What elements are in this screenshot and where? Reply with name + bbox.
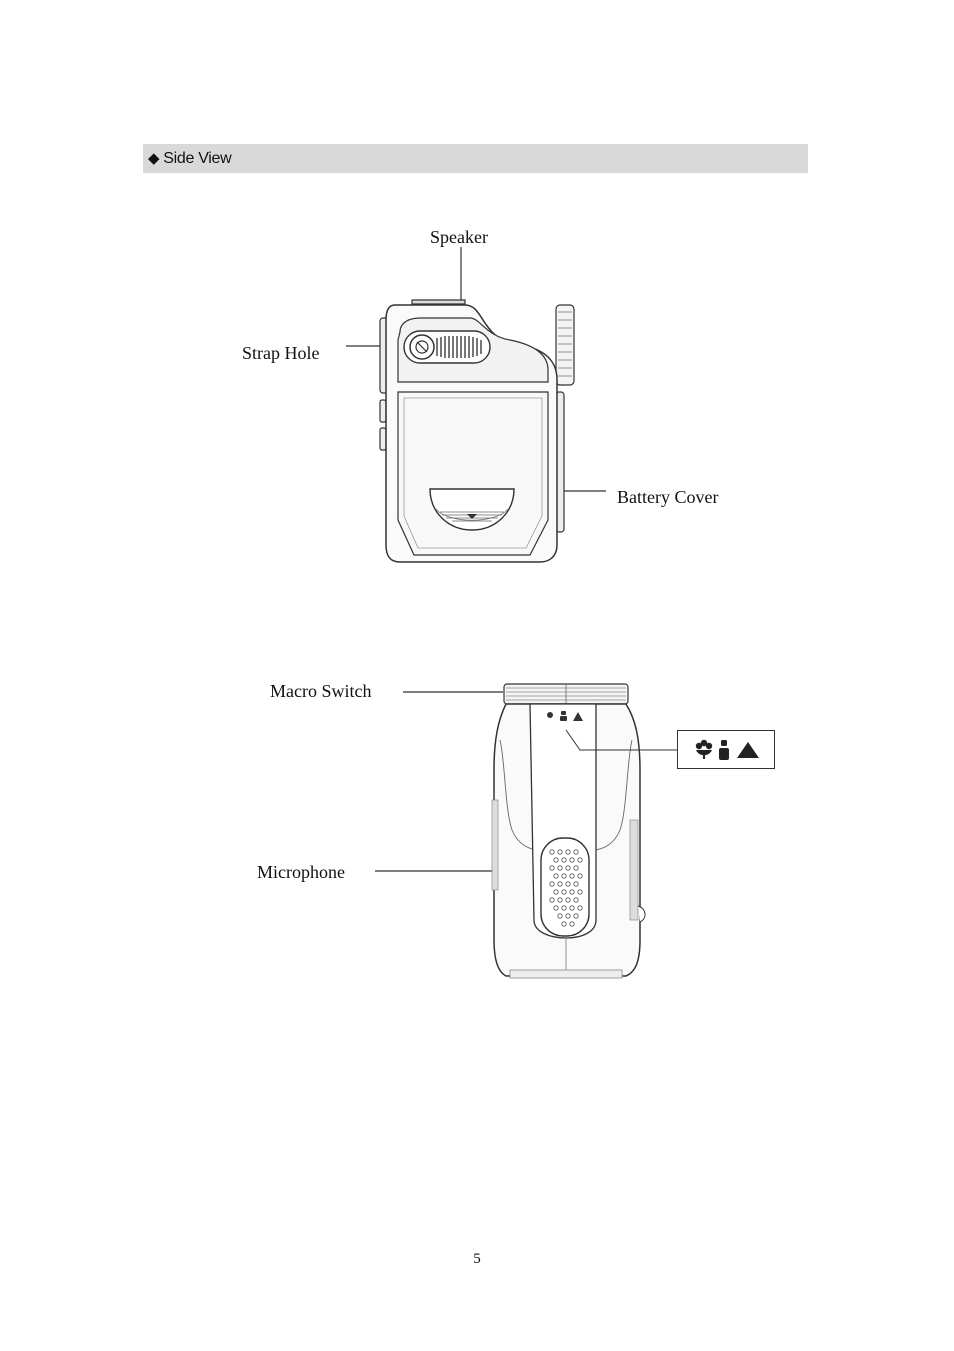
macro-switch-callout-box [677, 730, 775, 769]
microphone-label: Microphone [257, 862, 345, 882]
speaker-label: Speaker [430, 227, 488, 247]
mountain-icon [737, 742, 759, 758]
page-number: 5 [473, 1251, 481, 1267]
camera-side-view-illustration [346, 247, 606, 563]
camera-front-view-illustration [375, 683, 677, 979]
section-title: ◆Side View [148, 149, 232, 169]
section-title-text: Side View [163, 150, 232, 167]
macro-switch-label: Macro Switch [270, 681, 372, 701]
battery-cover-label: Battery Cover [617, 487, 719, 507]
strap-hole-label: Strap Hole [242, 343, 320, 363]
flower-icon [695, 739, 713, 759]
portrait-icon [719, 740, 729, 760]
diamond-bullet-icon: ◆ [148, 150, 160, 167]
section-header-bar [143, 144, 808, 173]
